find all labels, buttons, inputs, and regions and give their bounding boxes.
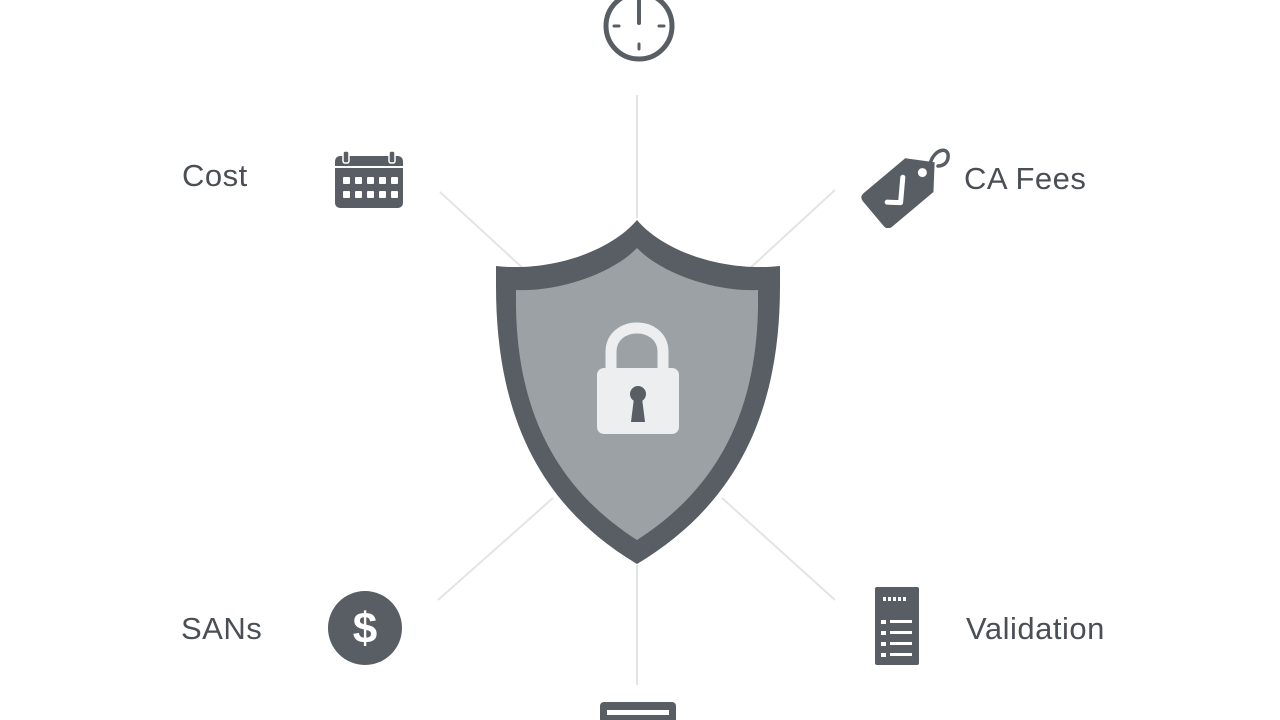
clock-icon [603, 0, 675, 62]
shield-lock-icon [496, 220, 780, 564]
calendar-icon [335, 150, 403, 208]
connector-top-left [439, 191, 528, 273]
document-list-icon [875, 587, 919, 665]
server-icon [600, 702, 676, 720]
label-ca-fees: CA Fees [964, 161, 1087, 196]
connector-top-right [747, 189, 836, 271]
connector-bottom-right [721, 497, 836, 601]
price-tag-icon [861, 148, 950, 228]
connector-bottom-left [437, 497, 554, 601]
label-validation: Validation [966, 611, 1105, 646]
svg-text:$: $ [353, 604, 377, 653]
label-cost: Cost [182, 158, 248, 193]
dollar-icon: $ [328, 591, 402, 665]
label-sans: SANs [181, 611, 263, 646]
